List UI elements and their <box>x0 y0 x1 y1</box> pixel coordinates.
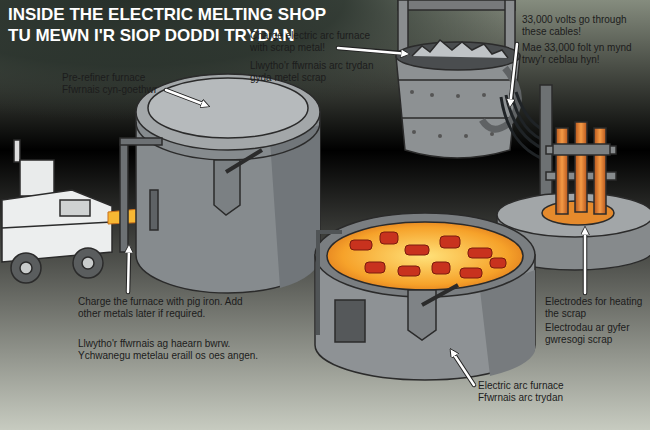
callout-label: Charge electric arc furnace with scrap m… <box>250 30 390 54</box>
callout-label: Charge the furnace with pig iron. Add ot… <box>78 296 248 320</box>
callout-label: 33,000 volts go through these cables! <box>522 14 646 38</box>
callout-label: Electric arc furnace <box>478 380 628 392</box>
callout-label: Electrodau ar gyfer gwresogi scrap <box>545 322 645 346</box>
title: INSIDE THE ELECTRIC MELTING SHOP <box>8 5 326 25</box>
callout-label: Llwytho'r ffwrnais arc trydan gyda metel… <box>250 60 385 84</box>
callout-label: Electrodes for heating the scrap <box>545 296 645 320</box>
callout-label: Mae 33,000 folt yn mynd trwy'r ceblau hy… <box>522 42 646 66</box>
callout-label: Pre-refiner furnace <box>62 72 162 84</box>
callout-label: Llwytho'r ffwrnais ag haearn bwrw. Ychwa… <box>78 338 278 362</box>
callout-label: Ffwrnais cyn-goethwr <box>62 84 167 96</box>
callout-label: Ffwrnais arc trydan <box>478 392 628 404</box>
